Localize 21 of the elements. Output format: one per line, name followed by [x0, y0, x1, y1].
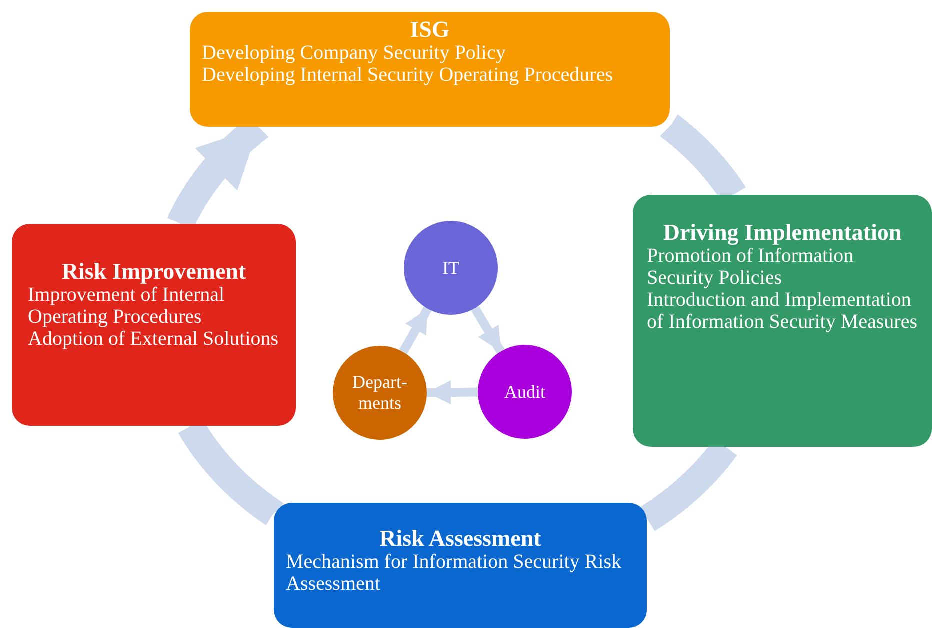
box-text: Mechanism for Information Security Risk Assessment: [286, 551, 622, 596]
box-heading: Risk Assessment: [378, 527, 542, 552]
box-text: Promotion of Information Security Policies: [647, 245, 855, 290]
arrow: [399, 306, 432, 354]
box-heading: Risk Improvement: [60, 260, 248, 284]
box-heading: Driving Implementation: [662, 221, 903, 246]
box-heading: ISG: [409, 18, 451, 42]
process-box: [12, 224, 296, 426]
node-label: Depart-ments: [352, 372, 408, 414]
process-box: [633, 195, 932, 447]
node-label: Audit: [503, 382, 546, 402]
arrow: [471, 306, 505, 354]
box-text: Introduction and Implementation of Information Security Measures: [647, 289, 918, 334]
box-text: Developing Company Security Policy: [202, 42, 507, 64]
process-box: [190, 12, 670, 127]
process-box: [274, 503, 647, 628]
box-text: Adoption of External Solutions: [28, 328, 280, 350]
arrow: [426, 380, 478, 404]
box-text: Developing Internal Security Operating Procedures: [202, 64, 614, 86]
box-text: Improvement of Internal Operating Procedures: [28, 284, 226, 328]
node-label: IT: [442, 258, 460, 278]
